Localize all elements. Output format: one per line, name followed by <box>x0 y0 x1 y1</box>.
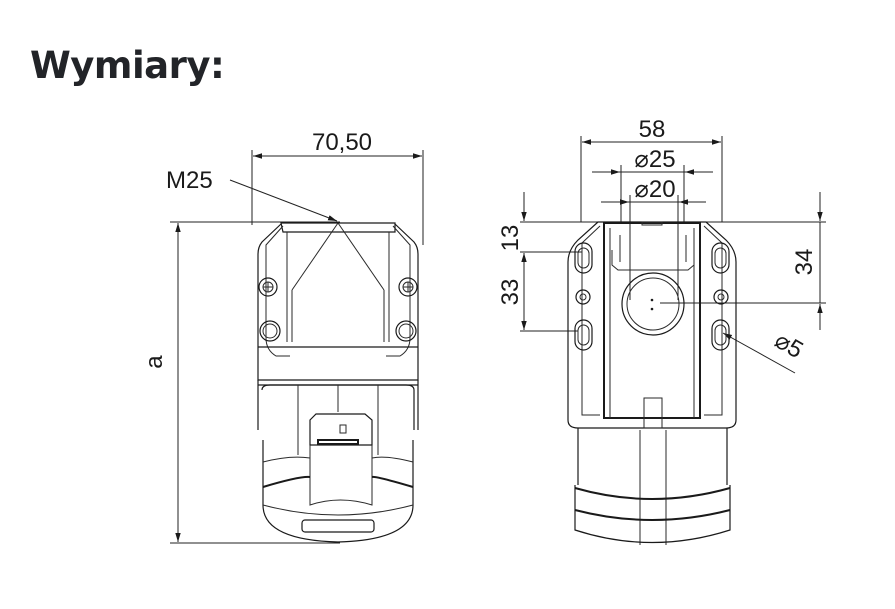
mount-slot-icon <box>574 319 593 351</box>
mount-slot-icon <box>711 319 730 351</box>
front-width-dimension: 70,50 <box>251 129 424 245</box>
label-window <box>301 519 375 533</box>
mount-slot-icon <box>711 242 730 274</box>
front-height-dimension: a <box>141 221 340 544</box>
thread-label: M25 <box>166 167 213 194</box>
page-title: Wymiary: <box>30 44 225 87</box>
diameter-20-dimension: ⌀20 <box>601 176 706 300</box>
m25-leader: M25 <box>166 167 338 222</box>
diameter-25-dimension: ⌀25 <box>592 146 713 222</box>
diameter-25-label: ⌀25 <box>634 146 675 173</box>
screw-icon <box>258 277 278 297</box>
front-width-label: 70,50 <box>312 129 372 156</box>
hole-spacing-label: 33 <box>497 279 524 306</box>
mount-slot-icon <box>574 242 593 274</box>
side-view: 58 ⌀25 ⌀20 13 33 <box>497 116 826 545</box>
height-label: a <box>141 355 168 369</box>
side-width-label: 58 <box>639 116 666 143</box>
screw-icon <box>713 289 729 305</box>
side-width-dimension: 58 <box>580 116 723 222</box>
side-socket <box>574 428 731 545</box>
top-offset-label: 13 <box>497 225 524 252</box>
mount-hole-icon <box>259 320 281 342</box>
diameter-20-label: ⌀20 <box>634 176 675 203</box>
mount-hole-icon <box>395 320 417 342</box>
side-body <box>567 221 737 429</box>
center-height-label: 34 <box>791 249 818 276</box>
left-vertical-dimensions: 13 33 <box>497 192 582 332</box>
screw-icon <box>575 289 591 305</box>
front-socket <box>261 384 415 543</box>
right-vertical-dimension: 34 <box>660 192 826 330</box>
screw-icon <box>398 277 418 297</box>
front-view: 70,50 M25 a <box>141 129 424 544</box>
hole-diameter-label: ⌀5 <box>770 327 808 364</box>
